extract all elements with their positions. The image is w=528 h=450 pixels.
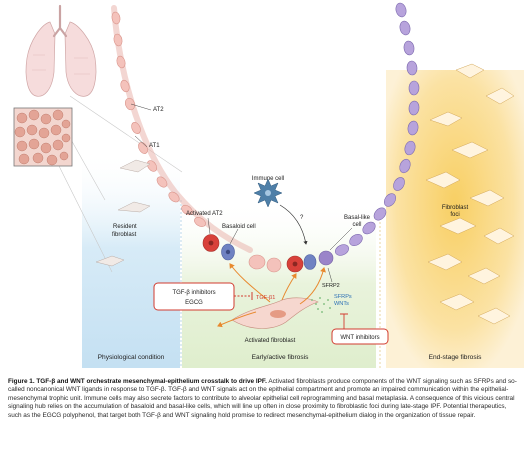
wnts-label: WNTs [334,301,349,307]
at2-label: AT2 [153,107,164,113]
end-stage-panel-bg [386,70,524,368]
early-panel-label: Early/active fibrosis [252,354,310,361]
caption-body: Activated fibroblasts produce components… [8,378,517,419]
fibroblast-foci-label-1: Fibroblast [442,205,469,211]
activated-at2-label: Activated AT2 [186,211,223,217]
resident-fibroblasts [95,159,151,267]
sfrps-label: SFRPs [334,294,352,300]
basaloid-cell-2 [303,254,317,270]
lung-illustration [25,4,97,97]
end-stage-panel-label: End-stage fibrosis [429,354,482,361]
pointer-lines [130,103,353,283]
alveolar-epithelium [111,2,420,273]
basal-like-label-1: Basal-like [344,215,371,221]
immune-cell [253,178,283,208]
tgf-inhibitors-box: TGF-β inhibitors EGCG [153,282,235,311]
wnt-inhibitors-label: WNT inhibitors [340,335,379,341]
egcg-label: EGCG [185,300,203,306]
fibroblast-foci [425,63,515,325]
sfrp-dots [311,297,331,313]
sfrp2-label: SFRP2 [322,283,340,289]
resident-fibroblast-label-2: fibroblast [112,232,137,238]
basal-like-cell [318,250,334,266]
at1-label: AT1 [149,143,160,149]
question-mark-label: ? [300,215,304,221]
fibrosis-diagram: TGF-β inhibitors EGCG WNT inhibitors AT2… [13,2,524,368]
activated-fibroblast [231,297,319,329]
tgf-inhibitors-label: TGF-β inhibitors [172,290,215,296]
physiological-panel-label: Physiological condition [98,354,165,361]
basaloid-cell-label: Basaloid cell [222,224,256,230]
immune-cell-label: Immune cell [252,176,284,182]
tgfb1-label: TGF-β1 [256,295,275,301]
signal-arrows [217,263,326,328]
caption-title: Figure 1. TGF-β and WNT orchestrate mese… [8,378,267,385]
basal-like-label-2: cell [352,222,361,228]
wnt-inhibitors-box: WNT inhibitors [331,328,389,345]
fibroblast-foci-label-2: foci [450,212,459,218]
resident-fibroblast-label-1: Resident [113,224,137,230]
activated-fibroblast-label: Activated fibroblast [245,338,296,344]
figure-caption: Figure 1. TGF-β and WNT orchestrate mese… [8,378,520,420]
tissue-zoom [13,107,73,167]
immune-arrow [279,204,308,245]
